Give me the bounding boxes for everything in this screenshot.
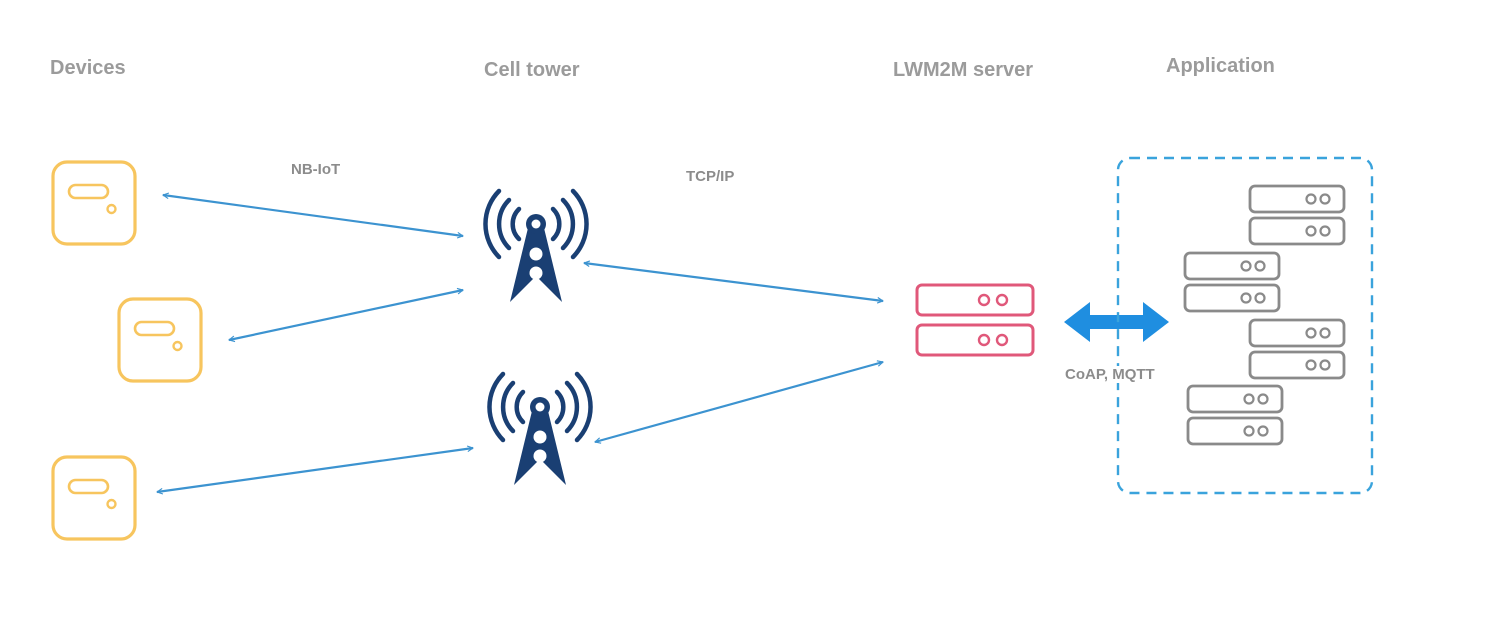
header-application: Application bbox=[1166, 55, 1275, 77]
app-server-icon bbox=[1186, 384, 1284, 446]
link-arrow bbox=[163, 195, 463, 236]
label-coap-mqtt: CoAP, MQTT bbox=[1064, 366, 1156, 383]
app-server-icon bbox=[1248, 318, 1346, 380]
cell-tower-icon bbox=[485, 191, 586, 302]
header-lwm2m-server: LWM2M server bbox=[893, 59, 1034, 81]
iot-device-icon bbox=[51, 160, 137, 246]
app-server-icon bbox=[1248, 184, 1346, 246]
cell-tower-icon bbox=[489, 374, 590, 485]
iot-device-icon bbox=[51, 455, 137, 541]
link-arrow bbox=[157, 448, 473, 492]
iot-device-icon bbox=[117, 297, 203, 383]
link-arrow bbox=[584, 263, 883, 301]
app-server-icon bbox=[1183, 251, 1281, 313]
link-arrow bbox=[229, 290, 463, 340]
double-arrow-icon bbox=[1064, 302, 1169, 342]
header-cell-tower: Cell tower bbox=[484, 59, 580, 81]
label-nb-iot: NB-IoT bbox=[291, 161, 341, 178]
header-devices: Devices bbox=[50, 57, 126, 79]
link-arrow bbox=[595, 362, 883, 442]
label-tcp-ip: TCP/IP bbox=[686, 168, 735, 185]
server-icon bbox=[915, 283, 1035, 357]
